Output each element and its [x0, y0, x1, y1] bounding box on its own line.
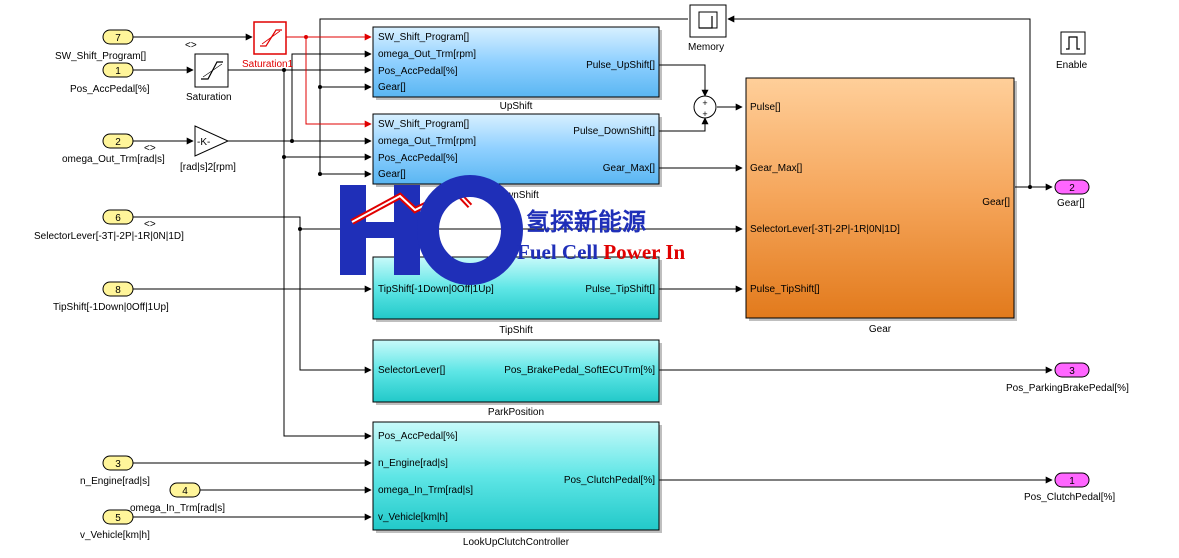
svg-text:TipShift[-1Down|0Off|1Up]: TipShift[-1Down|0Off|1Up] [378, 284, 494, 295]
watermark-logo [340, 175, 523, 285]
svg-text:3: 3 [115, 459, 121, 470]
outport-3[interactable]: 3 [1054, 362, 1090, 378]
upshift-title: UpShift [500, 101, 533, 112]
tipshift-subsystem[interactable]: TipShift[-1Down|0Off|1Up] Pulse_TipShift… [372, 256, 662, 322]
svg-text:1: 1 [1069, 476, 1075, 487]
saturation-block[interactable] [194, 53, 229, 88]
watermark-english-part2: Power In [603, 240, 685, 264]
svg-text:2: 2 [115, 137, 121, 148]
gear-subsystem[interactable]: Pulse[] Gear_Max[] SelectorLever[-3T|-2P… [745, 77, 1017, 321]
watermark-english-part1: Fuel Cell [517, 240, 603, 264]
svg-text:Gear_Max[]: Gear_Max[] [750, 163, 802, 174]
svg-text:v_Vehicle[km|h]: v_Vehicle[km|h] [378, 512, 448, 523]
tipshift-title: TipShift [499, 325, 533, 336]
gain-label: [rad|s]2[rpm] [180, 162, 236, 173]
svg-text:Gear[]: Gear[] [378, 82, 406, 93]
outport-1-label: Pos_ClutchPedal[%] [1024, 492, 1115, 503]
saturation1-label: Saturation1 [242, 59, 294, 70]
svg-text:6: 6 [115, 213, 121, 224]
conversion-marker: <> [144, 219, 156, 230]
svg-text:Pulse_TipShift[]: Pulse_TipShift[] [750, 284, 820, 295]
watermark-chinese: 氢探新能源 [526, 208, 646, 236]
svg-text:SW_Shift_Program[]: SW_Shift_Program[] [378, 32, 469, 43]
clutch-controller-subsystem[interactable]: Pos_AccPedal[%] n_Engine[rad|s] omega_In… [372, 421, 662, 533]
inport-5[interactable]: 5 [102, 509, 134, 525]
saturation1-block[interactable] [253, 21, 287, 55]
inport-4-label: omega_In_Trm[rad|s] [130, 503, 225, 514]
parkposition-title: ParkPosition [488, 407, 544, 418]
outport-1[interactable]: 1 [1054, 472, 1090, 488]
svg-text:Pulse[]: Pulse[] [750, 102, 781, 113]
svg-text:SW_Shift_Program[]: SW_Shift_Program[] [378, 119, 469, 130]
svg-text:SelectorLever[-3T|-2P|-1R|0N|1: SelectorLever[-3T|-2P|-1R|0N|1D] [750, 224, 900, 235]
inport-1[interactable]: 1 [102, 62, 134, 78]
svg-text:Pulse_TipShift[]: Pulse_TipShift[] [585, 284, 655, 295]
svg-text:+: + [702, 109, 707, 119]
inport-6-label: SelectorLever[-3T|-2P|-1R|0N|1D] [34, 231, 184, 242]
downshift-subsystem[interactable]: SW_Shift_Program[] omega_Out_Trm[rpm] Po… [372, 113, 662, 187]
gear-title: Gear [869, 324, 892, 335]
svg-text:2: 2 [1069, 183, 1075, 194]
inport-5-label: v_Vehicle[km|h] [80, 530, 150, 541]
inport-2-label: omega_Out_Trm[rad|s] [62, 154, 165, 165]
svg-text:8: 8 [115, 285, 121, 296]
upshift-subsystem[interactable]: SW_Shift_Program[] omega_Out_Trm[rpm] Po… [372, 26, 662, 100]
inport-7[interactable]: 7 [102, 29, 134, 45]
inport-6[interactable]: 6 [102, 209, 134, 225]
svg-text:4: 4 [182, 486, 188, 497]
outport-2[interactable]: 2 [1054, 179, 1090, 195]
svg-text:Gear_Max[]: Gear_Max[] [603, 163, 655, 174]
svg-text:3: 3 [1069, 366, 1075, 377]
inport-1-label: Pos_AccPedal[%] [70, 84, 150, 95]
svg-text:Pos_AccPedal[%]: Pos_AccPedal[%] [378, 431, 458, 442]
svg-text:Pulse_UpShift[]: Pulse_UpShift[] [586, 60, 655, 71]
conversion-marker: <> [144, 143, 156, 154]
svg-text:1: 1 [115, 66, 121, 77]
inport-7-label: SW_Shift_Program[] [55, 51, 146, 62]
parkposition-subsystem[interactable]: SelectorLever[] Pos_BrakePedal_SoftECUTr… [372, 339, 662, 405]
enable-label: Enable [1056, 60, 1088, 71]
svg-text:Pos_ClutchPedal[%]: Pos_ClutchPedal[%] [564, 475, 655, 486]
gain-block[interactable]: -K- [194, 125, 230, 157]
memory-label: Memory [688, 42, 724, 53]
outport-2-label: Gear[] [1057, 198, 1085, 209]
svg-text:7: 7 [115, 33, 121, 44]
svg-text:+: + [702, 98, 707, 108]
outport-3-label: Pos_ParkingBrakePedal[%] [1006, 383, 1129, 394]
svg-text:Pos_AccPedal[%]: Pos_AccPedal[%] [378, 66, 458, 77]
enable-block[interactable] [1060, 31, 1086, 55]
svg-text:omega_Out_Trm[rpm]: omega_Out_Trm[rpm] [378, 136, 476, 147]
conversion-marker: <> [185, 40, 197, 51]
saturation-label: Saturation [186, 92, 232, 103]
inport-8[interactable]: 8 [102, 281, 134, 297]
svg-text:Gear[]: Gear[] [982, 197, 1010, 208]
svg-text:n_Engine[rad|s]: n_Engine[rad|s] [378, 458, 448, 469]
inport-2[interactable]: 2 [102, 133, 134, 149]
clutch-controller-title: LookUpClutchController [463, 537, 570, 548]
inport-3[interactable]: 3 [102, 455, 134, 471]
svg-text:Gear[]: Gear[] [378, 169, 406, 180]
svg-text:Pos_BrakePedal_SoftECUTrm[%]: Pos_BrakePedal_SoftECUTrm[%] [504, 365, 655, 376]
svg-text:omega_Out_Trm[rpm]: omega_Out_Trm[rpm] [378, 49, 476, 60]
downshift-title: DownShift [493, 190, 539, 201]
svg-text:SelectorLever[]: SelectorLever[] [378, 365, 445, 376]
sum-block[interactable]: + + [693, 95, 717, 119]
memory-block[interactable] [689, 4, 727, 38]
svg-text:-K-: -K- [197, 137, 210, 148]
svg-text:5: 5 [115, 513, 121, 524]
inport-3-label: n_Engine[rad|s] [80, 476, 150, 487]
svg-text:omega_In_Trm[rad|s]: omega_In_Trm[rad|s] [378, 485, 473, 496]
svg-text:Pulse_DownShift[]: Pulse_DownShift[] [573, 126, 655, 137]
watermark-english: Fuel Cell Power In [517, 240, 686, 264]
inport-8-label: TipShift[-1Down|0Off|1Up] [53, 302, 169, 313]
inport-4[interactable]: 4 [169, 482, 201, 498]
svg-text:Pos_AccPedal[%]: Pos_AccPedal[%] [378, 153, 458, 164]
